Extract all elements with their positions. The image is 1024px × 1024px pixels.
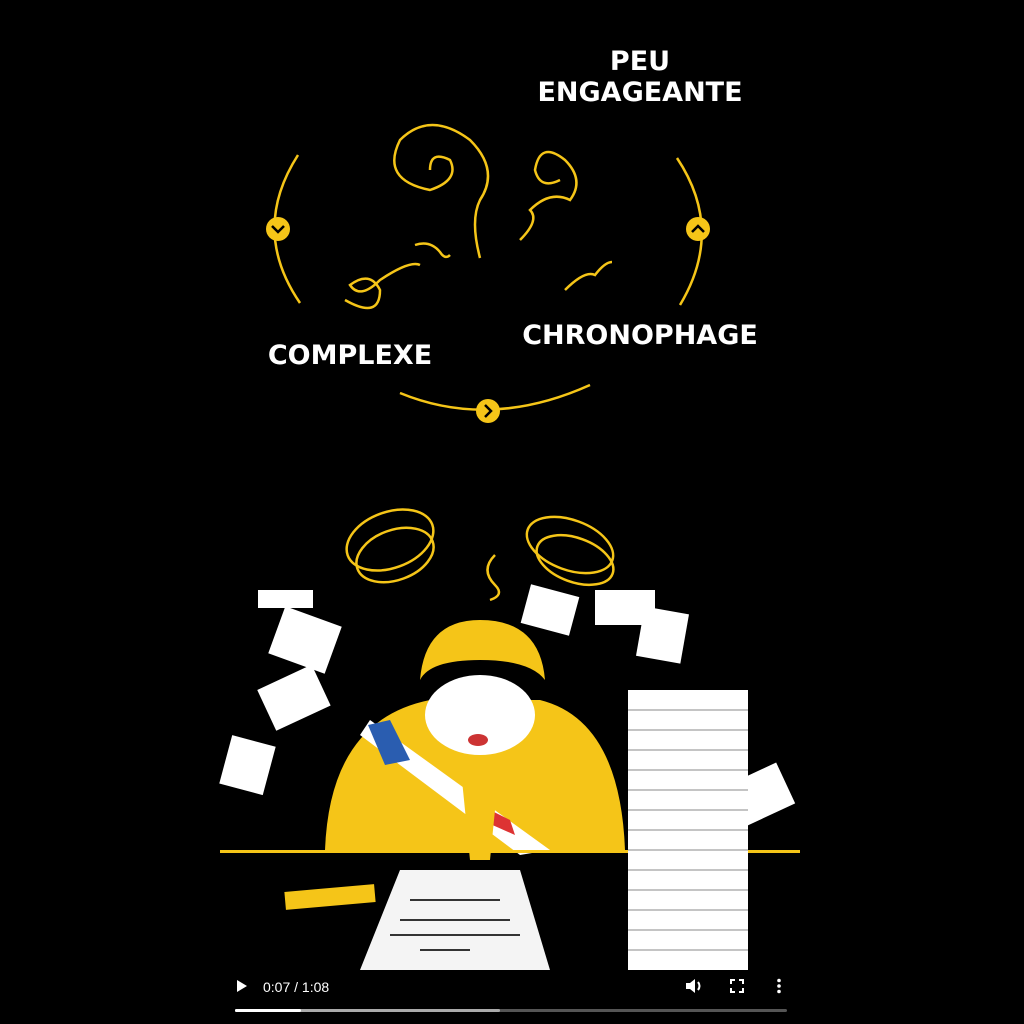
progress-bar[interactable] <box>235 1009 787 1012</box>
squiggle <box>393 123 490 259</box>
flying-papers <box>219 584 796 833</box>
played-bar <box>235 1009 302 1012</box>
cycle-arrow-down-icon <box>266 217 290 241</box>
volume-button[interactable] <box>685 978 703 997</box>
play-icon <box>237 980 247 992</box>
cycle-arrow-up-icon <box>686 217 710 241</box>
play-button[interactable] <box>235 978 249 997</box>
squiggle <box>564 260 613 291</box>
volume-icon <box>686 979 701 993</box>
stressed-person-illustration <box>219 508 800 970</box>
squiggle <box>344 262 421 310</box>
more-options-icon <box>777 978 781 994</box>
time-display: 0:07 / 1:08 <box>263 979 330 995</box>
video-controls: 0:07 / 1:08 <box>225 972 795 1012</box>
fullscreen-button[interactable] <box>730 979 744 996</box>
paper-stack <box>628 690 748 970</box>
label-complexe: COMPLEXE <box>267 340 433 371</box>
fullscreen-icon <box>730 979 744 993</box>
label-chronophage: CHRONOPHAGE <box>522 320 758 351</box>
cycle-arrow-right-icon <box>476 399 500 423</box>
more-options-button[interactable] <box>776 978 782 997</box>
buffered-bar <box>235 1009 500 1012</box>
squiggle <box>519 150 578 241</box>
label-peu-engageante: PEU ENGAGEANTE <box>537 46 743 108</box>
squiggle <box>414 242 451 259</box>
